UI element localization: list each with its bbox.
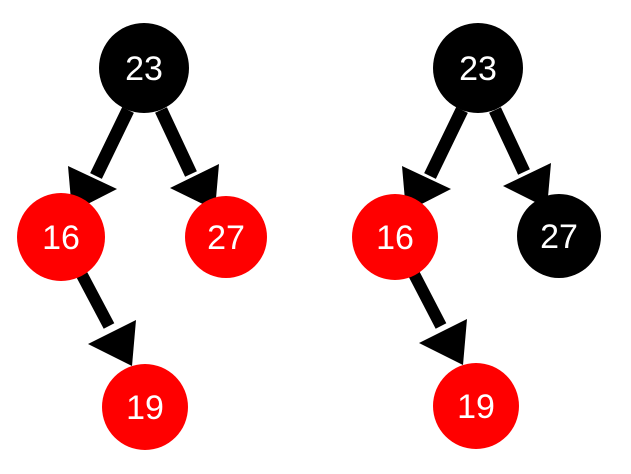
node-label: 16 xyxy=(42,219,80,257)
node-L-16[interactable]: 16 xyxy=(17,193,105,281)
node-circle-red[interactable] xyxy=(185,196,267,278)
edge-group-left xyxy=(68,107,219,366)
node-label: 19 xyxy=(457,388,495,426)
node-circle-black[interactable] xyxy=(433,23,523,113)
node-label: 23 xyxy=(125,50,163,88)
edge-23-to-16 xyxy=(402,107,468,212)
node-label: 16 xyxy=(376,219,414,257)
edge-23-to-27 xyxy=(489,107,551,208)
node-label: 19 xyxy=(126,389,164,427)
node-L-27[interactable]: 27 xyxy=(185,196,267,278)
node-circle-black[interactable] xyxy=(517,194,601,278)
node-R-27[interactable]: 27 xyxy=(517,194,601,278)
edge-16-to-19 xyxy=(408,271,467,365)
node-R-23[interactable]: 23 xyxy=(433,23,523,113)
node-circle-red[interactable] xyxy=(17,193,105,281)
node-circle-black[interactable] xyxy=(99,23,189,113)
node-circle-red[interactable] xyxy=(352,194,438,280)
left-tree: 23 16 27 19 xyxy=(17,23,267,450)
node-L-23[interactable]: 23 xyxy=(99,23,189,113)
edge-group-right xyxy=(402,107,551,365)
node-label: 27 xyxy=(207,219,245,257)
node-circle-red[interactable] xyxy=(102,364,188,450)
node-R-16[interactable]: 16 xyxy=(352,194,438,280)
edge-23-to-27 xyxy=(155,107,219,210)
node-R-19[interactable]: 19 xyxy=(433,363,519,449)
node-L-19[interactable]: 19 xyxy=(102,364,188,450)
node-label: 23 xyxy=(459,50,497,88)
right-tree: 23 16 27 19 xyxy=(352,23,601,449)
node-circle-red[interactable] xyxy=(433,363,519,449)
node-label: 27 xyxy=(540,218,578,256)
edge-16-to-19 xyxy=(76,272,136,366)
